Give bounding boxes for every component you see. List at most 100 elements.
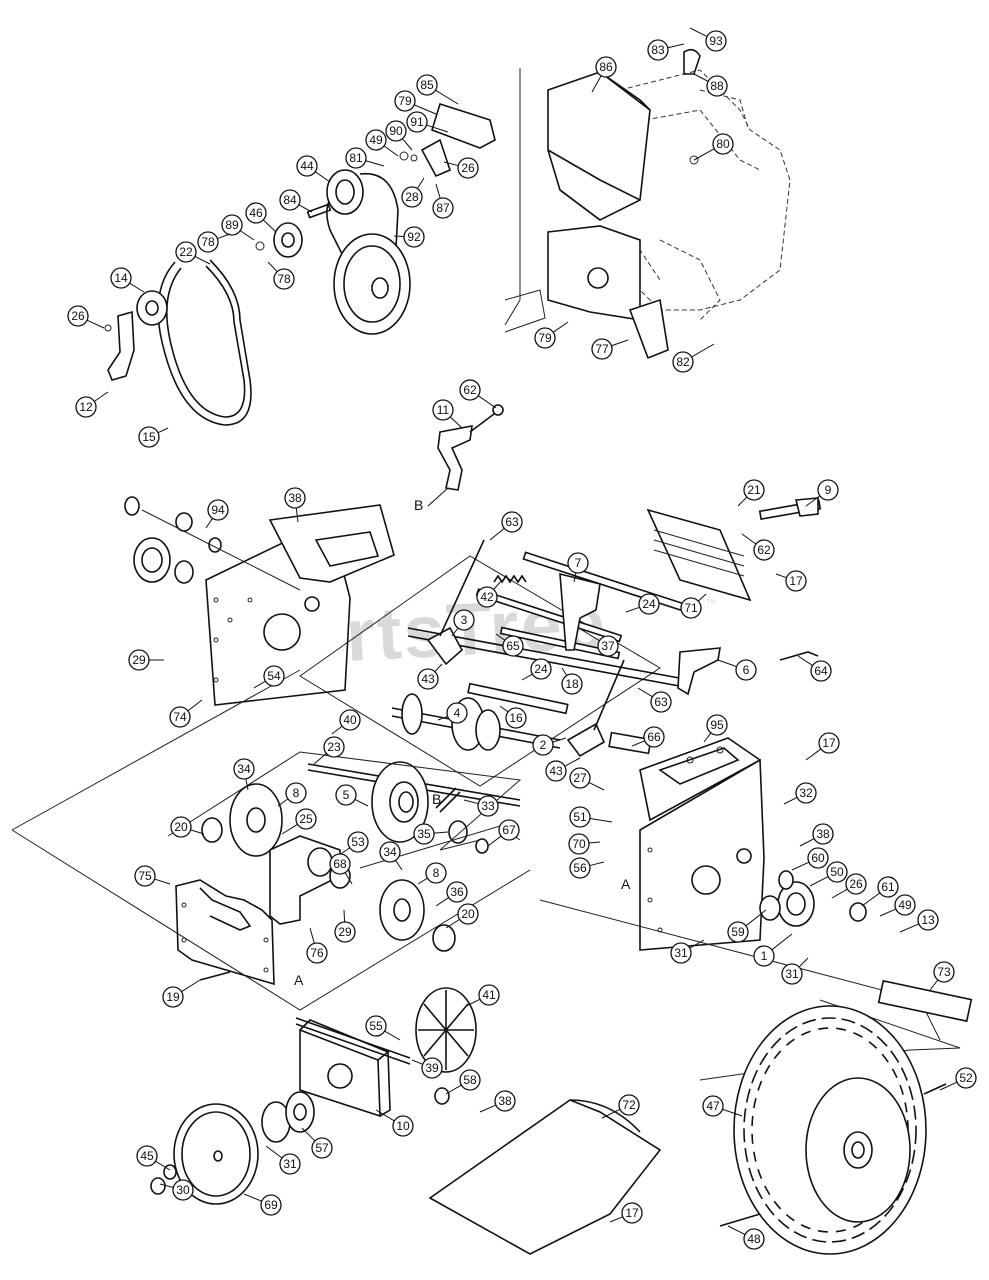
callout-circle [128, 649, 150, 671]
callout-39: 39 [411, 1057, 443, 1079]
callout-leader [449, 416, 463, 429]
callout-number: 18 [565, 677, 579, 691]
callout-circle [394, 90, 416, 112]
callout-number: 31 [674, 946, 688, 960]
callout-number: 62 [757, 543, 771, 557]
callout-38: 38 [284, 487, 306, 523]
bracket-76 [269, 835, 341, 925]
callout-circle [392, 1115, 414, 1137]
shaft-linkage [299, 497, 822, 787]
callout-leader [265, 1145, 283, 1159]
bracket-85 [431, 102, 496, 149]
callout-circle [680, 597, 702, 619]
callout-leader [295, 507, 299, 523]
callout-80: 80 [693, 133, 734, 161]
callout-number: 79 [398, 94, 412, 108]
callout-leader [588, 782, 605, 791]
callout-66: 66 [631, 726, 665, 748]
callout-circle [735, 659, 757, 681]
callout-leader [344, 872, 353, 885]
callout-16: 16 [499, 705, 527, 729]
callout-leader [435, 183, 441, 199]
callout-number: 34 [237, 762, 251, 776]
callout-circle [569, 767, 591, 789]
callout-number: 50 [830, 865, 844, 879]
callout-number: 36 [450, 885, 464, 899]
callout-circle [334, 921, 356, 943]
callout-leader [573, 572, 577, 583]
engine-assembly [547, 48, 791, 360]
callout-76: 76 [306, 927, 328, 964]
callout-leader [479, 1104, 497, 1113]
callout-leader [205, 518, 213, 529]
callout-number: 83 [651, 43, 665, 57]
callout-circle [807, 847, 829, 869]
callout-circle [743, 1228, 765, 1250]
callout-circle [567, 552, 589, 574]
callout-95: 95 [703, 714, 728, 743]
callout-number: 26 [461, 161, 475, 175]
callout-circle [477, 795, 499, 817]
bearing-housing-left [133, 537, 171, 583]
callout-number: 70 [572, 837, 586, 851]
callout-circle [279, 189, 301, 211]
callout-number: 31 [785, 967, 799, 981]
callout-60: 60 [791, 847, 829, 871]
callout-leader [771, 933, 793, 951]
callout-circle [476, 586, 498, 608]
callout-circle [826, 861, 848, 883]
callout-79: 79 [394, 90, 437, 115]
callout-number: 53 [351, 835, 365, 849]
callout-28: 28 [401, 177, 425, 208]
callout-leader [331, 725, 343, 735]
pulley-69 [173, 1103, 259, 1205]
callout-37: 37 [581, 629, 619, 657]
callout-17: 17 [609, 1202, 643, 1224]
callout-circle [279, 1153, 301, 1175]
callout-number: 27 [573, 771, 587, 785]
callout-27: 27 [569, 767, 605, 791]
callout-40: 40 [331, 709, 361, 735]
callout-leader [799, 838, 815, 847]
callout-89: 89 [221, 214, 255, 241]
callout-leader [435, 89, 459, 105]
callout-number: 80 [716, 137, 730, 151]
belt-pulley-assembly [104, 102, 496, 426]
callout-number: 12 [79, 400, 93, 414]
callout-circle [534, 327, 556, 349]
callout-42: 42 [476, 579, 503, 608]
callout-number: 39 [425, 1061, 439, 1075]
callout-circle [197, 231, 219, 253]
callout-3: 3 [451, 609, 475, 637]
callout-circle [727, 921, 749, 943]
callout-circle [706, 714, 728, 736]
callout-8: 8 [417, 862, 447, 885]
callout-leader [477, 395, 497, 409]
callout-number: 54 [267, 669, 281, 683]
callout-number: 1 [761, 949, 768, 963]
callout-circle [561, 673, 583, 695]
callout-circle [365, 129, 387, 151]
callout-leader [581, 629, 600, 642]
callout-29: 29 [334, 909, 356, 943]
callout-number: 25 [299, 812, 313, 826]
callout-number: 19 [166, 990, 180, 1004]
plate-71 [646, 508, 752, 602]
callout-number: 94 [211, 503, 225, 517]
callout-number: 84 [283, 193, 297, 207]
callout-82: 82 [672, 343, 715, 373]
callout-24: 24 [625, 593, 660, 615]
callout-59: 59 [727, 909, 767, 943]
callout-79: 79 [534, 321, 569, 349]
callout-number: 69 [264, 1198, 278, 1212]
callout-circle [595, 56, 617, 78]
callout-85: 85 [416, 74, 459, 105]
callout-circle [339, 709, 361, 731]
callout-circle [110, 267, 132, 289]
callout-34: 34 [233, 758, 255, 791]
callout-number: 63 [505, 515, 519, 529]
callout-number: 22 [179, 245, 193, 259]
callout-leader [383, 145, 399, 157]
callout-number: 8 [433, 866, 440, 880]
callout-leader [798, 957, 809, 968]
